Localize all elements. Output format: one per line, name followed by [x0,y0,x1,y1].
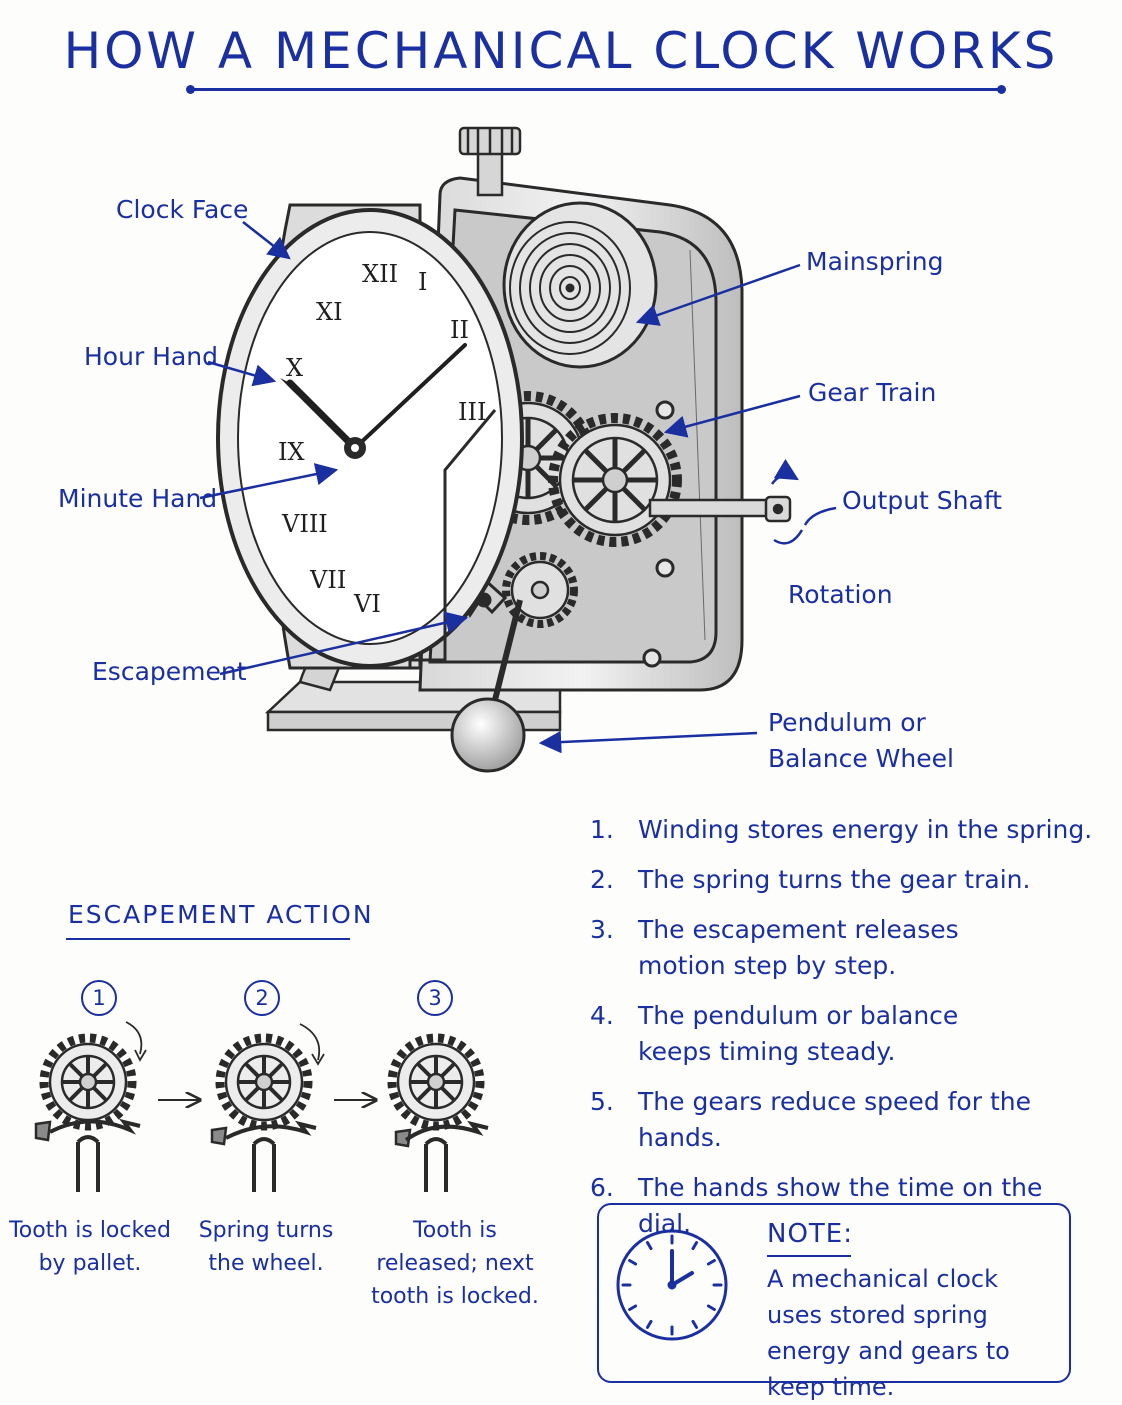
step-number: 6. [590,1173,614,1202]
step-number: 4. [590,1001,614,1030]
dial-numeral-vi: VI [353,590,381,618]
step-item: 6. The hands show the time on the dial. [590,1170,1100,1242]
dial-numeral-viii: VIII [281,510,328,538]
escapement-action-diagrams [34,1021,489,1192]
step-item: 3. The escapement releases motion step by… [590,912,1100,984]
dial-numeral-x: X [286,354,303,382]
escapement-action-underline [66,938,350,940]
step-item: 2. The spring turns the gear train. [590,862,1100,898]
note-heading: NOTE: [767,1219,853,1249]
label-rotation: Rotation [788,580,893,609]
dial-numeral-i: I [418,268,427,296]
label-clock-face: Clock Face [116,195,249,224]
step-text: The escapement releases motion step by s… [638,915,959,980]
pendulum [450,599,526,773]
step-text: The gears reduce speed for the hands. [638,1087,1031,1152]
steps-list: 1. Winding stores energy in the spring. 2… [590,812,1100,1256]
callout-arrows [199,221,837,754]
step-number: 1. [590,815,614,844]
label-escapement: Escapement [92,657,247,686]
esc-wheel-2 [210,1023,325,1192]
page-title: HOW A MECHANICAL CLOCK WORKS [63,22,1059,80]
note-box: NOTE: A mechanical clock uses stored spr… [597,1203,1071,1401]
stage-caption-1: Tooth is locked by pallet. [9,1218,171,1276]
mainspring-drum [502,201,658,369]
dial-numeral-xii: XII [362,260,398,288]
label-minute-hand: Minute Hand [58,484,218,513]
winding-key [458,126,522,197]
step-item: 5. The gears reduce speed for the hands. [590,1084,1100,1156]
step-item: 1. Winding stores energy in the spring. [590,812,1100,848]
clock-face-dial [216,203,524,670]
stage-number-1: 1 [81,980,117,1016]
note-text: A mechanical clock uses stored spring en… [767,1265,1010,1401]
title-rule-dot-right [997,85,1006,94]
stage-caption-3: Tooth is released; next tooth is locked. [371,1218,539,1309]
step-text: The pendulum or balance keeps timing ste… [638,1001,959,1066]
dial-numeral-xi: XI [316,298,343,326]
stage-number-3: 3 [417,980,453,1016]
step-number: 3. [590,915,614,944]
dial-numeral-vii: VII [309,566,346,594]
esc-wheel-3 [387,1033,489,1192]
label-pendulum-line1: Pendulum or [768,708,926,737]
dial-numeral-iii: III [458,398,486,426]
dial-numerals: I II III IX X XI XII VI VII VIII [278,260,486,618]
label-output-shaft: Output Shaft [842,486,1002,515]
label-pendulum-line2: Balance Wheel [768,744,954,773]
label-gear-train: Gear Train [808,378,937,407]
step-text: The spring turns the gear train. [638,865,1031,894]
stage-number-2: 2 [244,980,280,1016]
step-text: Winding stores energy in the spring. [638,815,1093,844]
label-hour-hand: Hour Hand [84,342,218,371]
step-number: 5. [590,1087,614,1116]
output-shaft [648,495,792,523]
title-underline [190,88,1002,91]
label-mainspring: Mainspring [806,247,944,276]
dial-numeral-ix: IX [278,438,305,466]
step-number: 2. [590,865,614,894]
step-item: 4. The pendulum or balance keeps timing s… [590,998,1100,1070]
escapement-action-title: ESCAPEMENT ACTION [68,900,374,929]
clock-icon [616,1229,728,1341]
dial-numeral-ii: II [450,316,469,344]
title-rule-dot-left [186,85,195,94]
note-heading-underline [767,1255,851,1257]
esc-wheel-1 [34,1021,147,1192]
stage-caption-2: Spring turns the wheel. [198,1218,334,1276]
step-text: The hands show the time on the dial. [638,1173,1043,1238]
